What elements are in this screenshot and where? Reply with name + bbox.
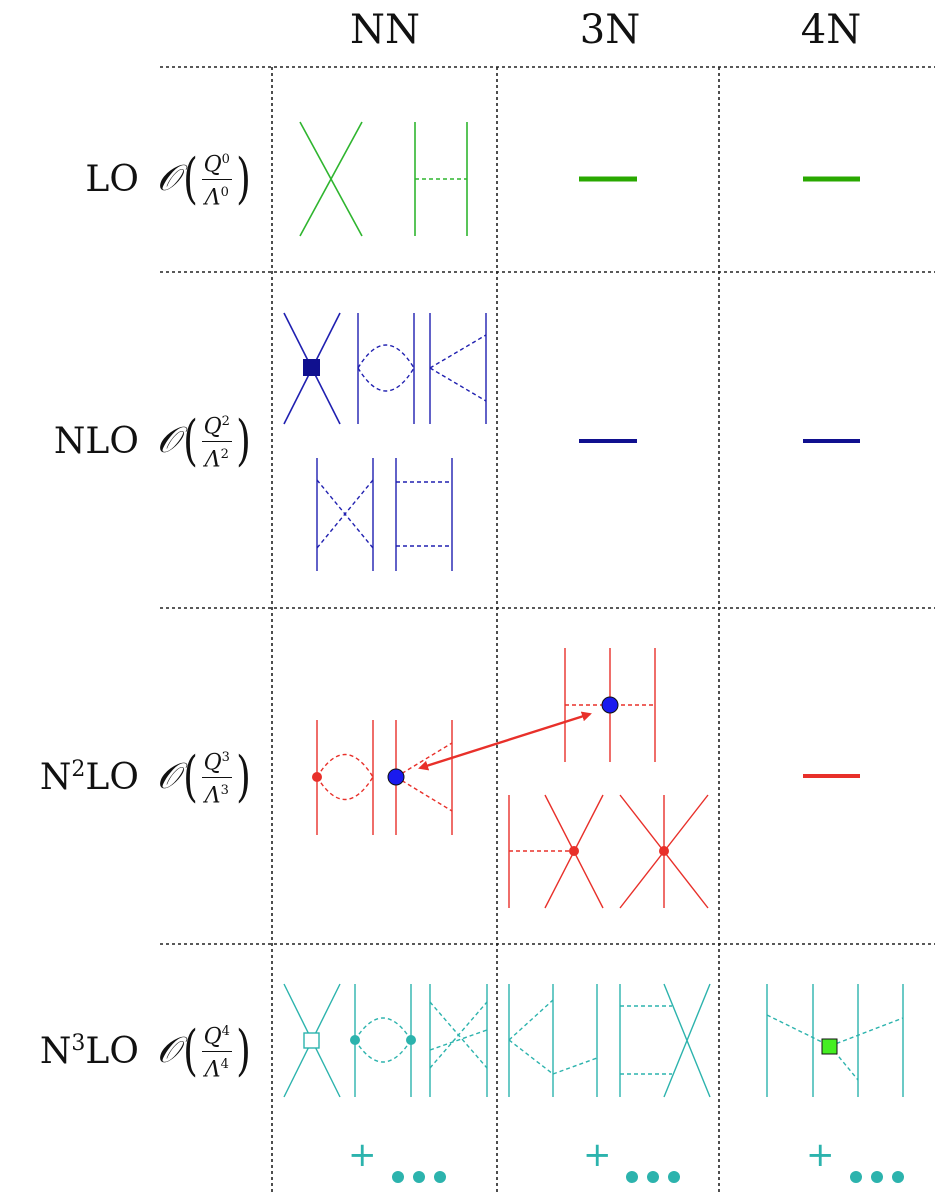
n2lo-3n-vertex-blue-dot <box>601 696 619 714</box>
n3lo-nn-bubble-diagram <box>354 984 412 1097</box>
nlo-nn-crossed-box-diagram <box>316 458 374 571</box>
order-name: N3LO <box>39 1030 139 1072</box>
n3lo-3n-ring-diagram <box>508 984 598 1097</box>
n2lo-subleading-vertex-dot <box>312 772 322 782</box>
n3lo-nn-vertex-dot-right <box>406 1035 416 1045</box>
n2lo-correspondence-arrow <box>418 711 592 771</box>
n2lo-3n-one-pion-contact-diagram <box>508 794 604 909</box>
n3lo-3n-ellipsis: + <box>583 1135 680 1183</box>
lo-nn-contact-diagram <box>299 121 363 237</box>
column-header-nn: NN <box>350 7 420 53</box>
n3lo-nn-vertex-dot-left <box>350 1035 360 1045</box>
n3lo-4n-vertex-green-square <box>821 1038 838 1055</box>
n3lo-nn-contact-diagram <box>283 983 341 1098</box>
n3lo-3n-box-crossed-diagram <box>619 983 711 1098</box>
column-header-4n: 4N <box>800 7 862 53</box>
n3lo-nn-ellipsis: + <box>348 1135 446 1183</box>
order-name: LO <box>85 158 139 200</box>
n2lo-3n-pure-contact-vertex-dot <box>659 846 669 856</box>
order-name: N2LO <box>39 756 139 798</box>
n2lo-3n-contact-vertex-dot <box>569 846 579 856</box>
nlo-nn-box-diagram <box>395 458 453 571</box>
nlo-nn-triangle-diagram <box>429 313 487 424</box>
column-header-3n: 3N <box>579 7 641 53</box>
grid-lines <box>160 66 935 1193</box>
n2lo-nn-bubble-diagram <box>316 720 374 835</box>
plus-sign: + <box>806 1135 835 1175</box>
plus-sign: + <box>583 1135 612 1175</box>
n3lo-4n-ellipsis: + <box>806 1135 904 1183</box>
n2lo-nn-vertex-blue-dot <box>387 768 405 786</box>
order-name: NLO <box>53 420 139 462</box>
nlo-nn-pion-bubble-diagram <box>357 313 415 424</box>
nlo-contact-vertex-square <box>303 359 320 376</box>
lo-nn-one-pion-exchange-diagram <box>414 122 468 236</box>
n3lo-nn-crossed-diagram <box>429 984 488 1097</box>
plus-sign: + <box>348 1135 377 1175</box>
